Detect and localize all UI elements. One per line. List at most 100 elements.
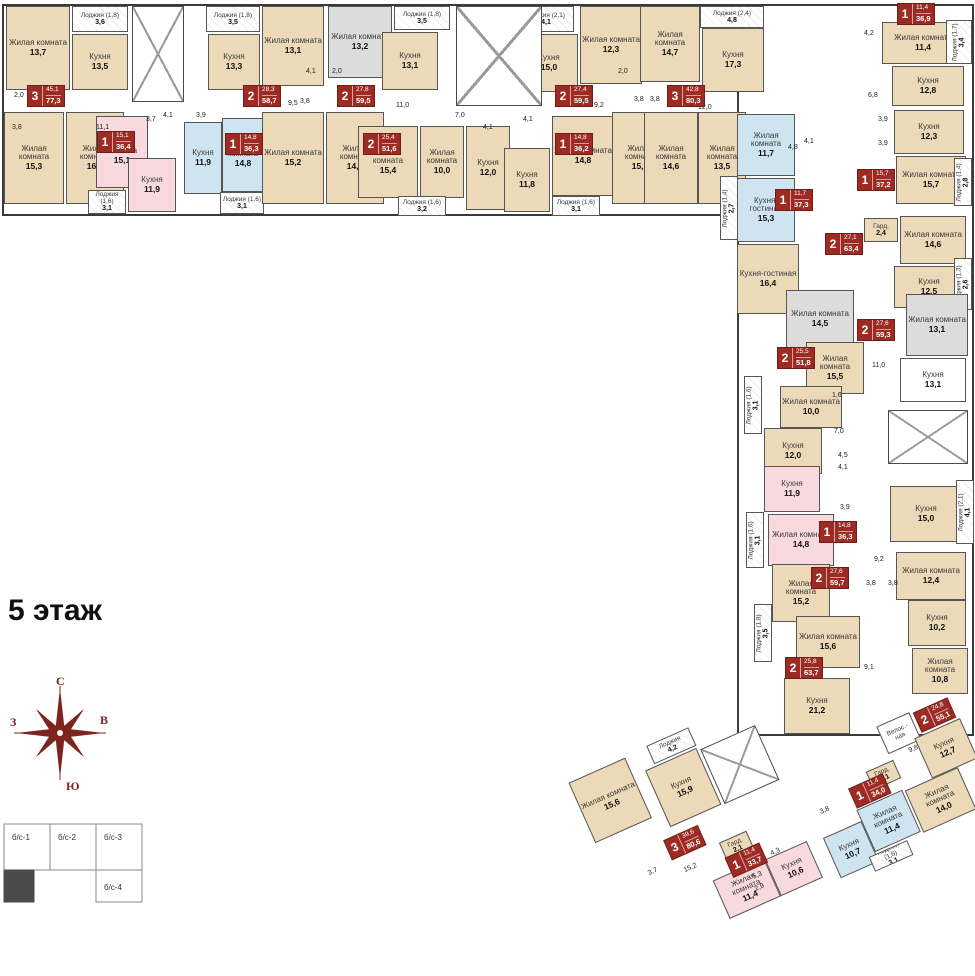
room-area: 11,7	[757, 148, 775, 159]
dimension-label: 4,1	[163, 112, 173, 119]
room-loggia: Лоджия (1,6)3,1	[552, 196, 600, 216]
room-area: 15,0	[540, 61, 558, 72]
room-area: 3,1	[571, 205, 581, 213]
dimension-label: 11,0	[396, 102, 410, 109]
room-area: 15,5	[826, 371, 844, 382]
apartment-total-area: 37,3	[794, 199, 809, 209]
stairwell	[456, 6, 542, 106]
room-area: 13,7	[29, 46, 47, 57]
dimension-label: 2,0	[14, 92, 24, 99]
dimension-label: 4,1	[306, 68, 316, 75]
room-area: 3,1	[754, 535, 762, 545]
apartment-total-area: 59,5	[356, 95, 371, 105]
stairwell	[132, 6, 184, 102]
apartment-rooms-count: 2	[244, 86, 259, 106]
dimension-label: 7,0	[834, 428, 844, 435]
apartment-total-area: 59,7	[830, 577, 845, 587]
room-area: 15,0	[917, 512, 935, 523]
room-area: 13,5	[91, 60, 109, 71]
room-area: 11,8	[518, 178, 536, 189]
apartment-rooms-count: 1	[98, 132, 113, 152]
apartment-total-area: 59,5	[574, 95, 589, 105]
room-area: 15,2	[792, 596, 810, 607]
apartment-living-area: 27,1	[844, 234, 859, 244]
room-area: 17,3	[724, 58, 742, 69]
room-name: Жилая комната	[655, 143, 687, 162]
room-name: Лоджия (1,6)	[95, 191, 119, 206]
room-area: 11,9	[194, 156, 212, 167]
room-area: 13,1	[284, 44, 302, 55]
apartment-living-area: 14,8	[838, 522, 853, 532]
apartment-rooms-count: 2	[858, 320, 873, 340]
section-label-2[interactable]: б/с-2	[58, 833, 76, 842]
apartment-living-area: 14,8	[244, 134, 259, 144]
apartment-total-area: 77,3	[46, 95, 61, 105]
room: Гард.2,4	[864, 218, 898, 242]
room-area: 12,3	[602, 43, 620, 54]
room-area: 12,8	[919, 84, 937, 95]
compass-west-label: З	[10, 715, 16, 729]
apartment-total-area: 36,3	[244, 143, 259, 153]
room-area: 15,3	[757, 213, 775, 224]
room-area: 3,6	[95, 18, 105, 26]
apartment-living-area: 11,7	[794, 190, 809, 200]
section-label-1[interactable]: б/с-1	[12, 833, 30, 842]
dimension-label: 3,8	[818, 805, 831, 816]
dimension-label: 7,0	[455, 112, 465, 119]
section-label-3[interactable]: б/с-3	[104, 833, 122, 842]
apartment-rooms-count: 1	[820, 522, 835, 542]
compass-rose: С В З Ю	[10, 676, 108, 793]
room-loggia: Лоджия (1,8)3,6	[72, 6, 128, 32]
section-label-4[interactable]: б/с-4	[104, 883, 122, 892]
dimension-label: 4,2	[864, 30, 874, 37]
apartment-living-area: 15,7	[876, 170, 891, 180]
floor-title: 5 этаж	[8, 594, 102, 627]
room-name: Лоджия (1,6)	[556, 198, 596, 206]
dimension-label: 1,6	[832, 392, 842, 399]
room-loggia: Лоджия (1,6)3,1	[220, 192, 264, 214]
room-name: Лоджия (1,6)	[747, 520, 755, 560]
dimension-label: 4,8	[788, 144, 798, 151]
apartment-total-area: 63,4	[844, 243, 859, 253]
room-name: Жилая комната	[426, 147, 458, 166]
dimension-label: 3,8	[888, 580, 898, 587]
room-area: 12,0	[784, 449, 802, 460]
apartment-living-area: 14,8	[574, 134, 589, 144]
apartment-living-area: 27,6	[830, 568, 845, 578]
apartment-living-area: 27,6	[876, 320, 891, 330]
room-area: 2,4	[876, 229, 886, 237]
stairwell	[888, 410, 968, 464]
room-loggia: Лоджия (1,7)3,4	[946, 20, 972, 64]
room-area: 3,1	[752, 400, 760, 410]
